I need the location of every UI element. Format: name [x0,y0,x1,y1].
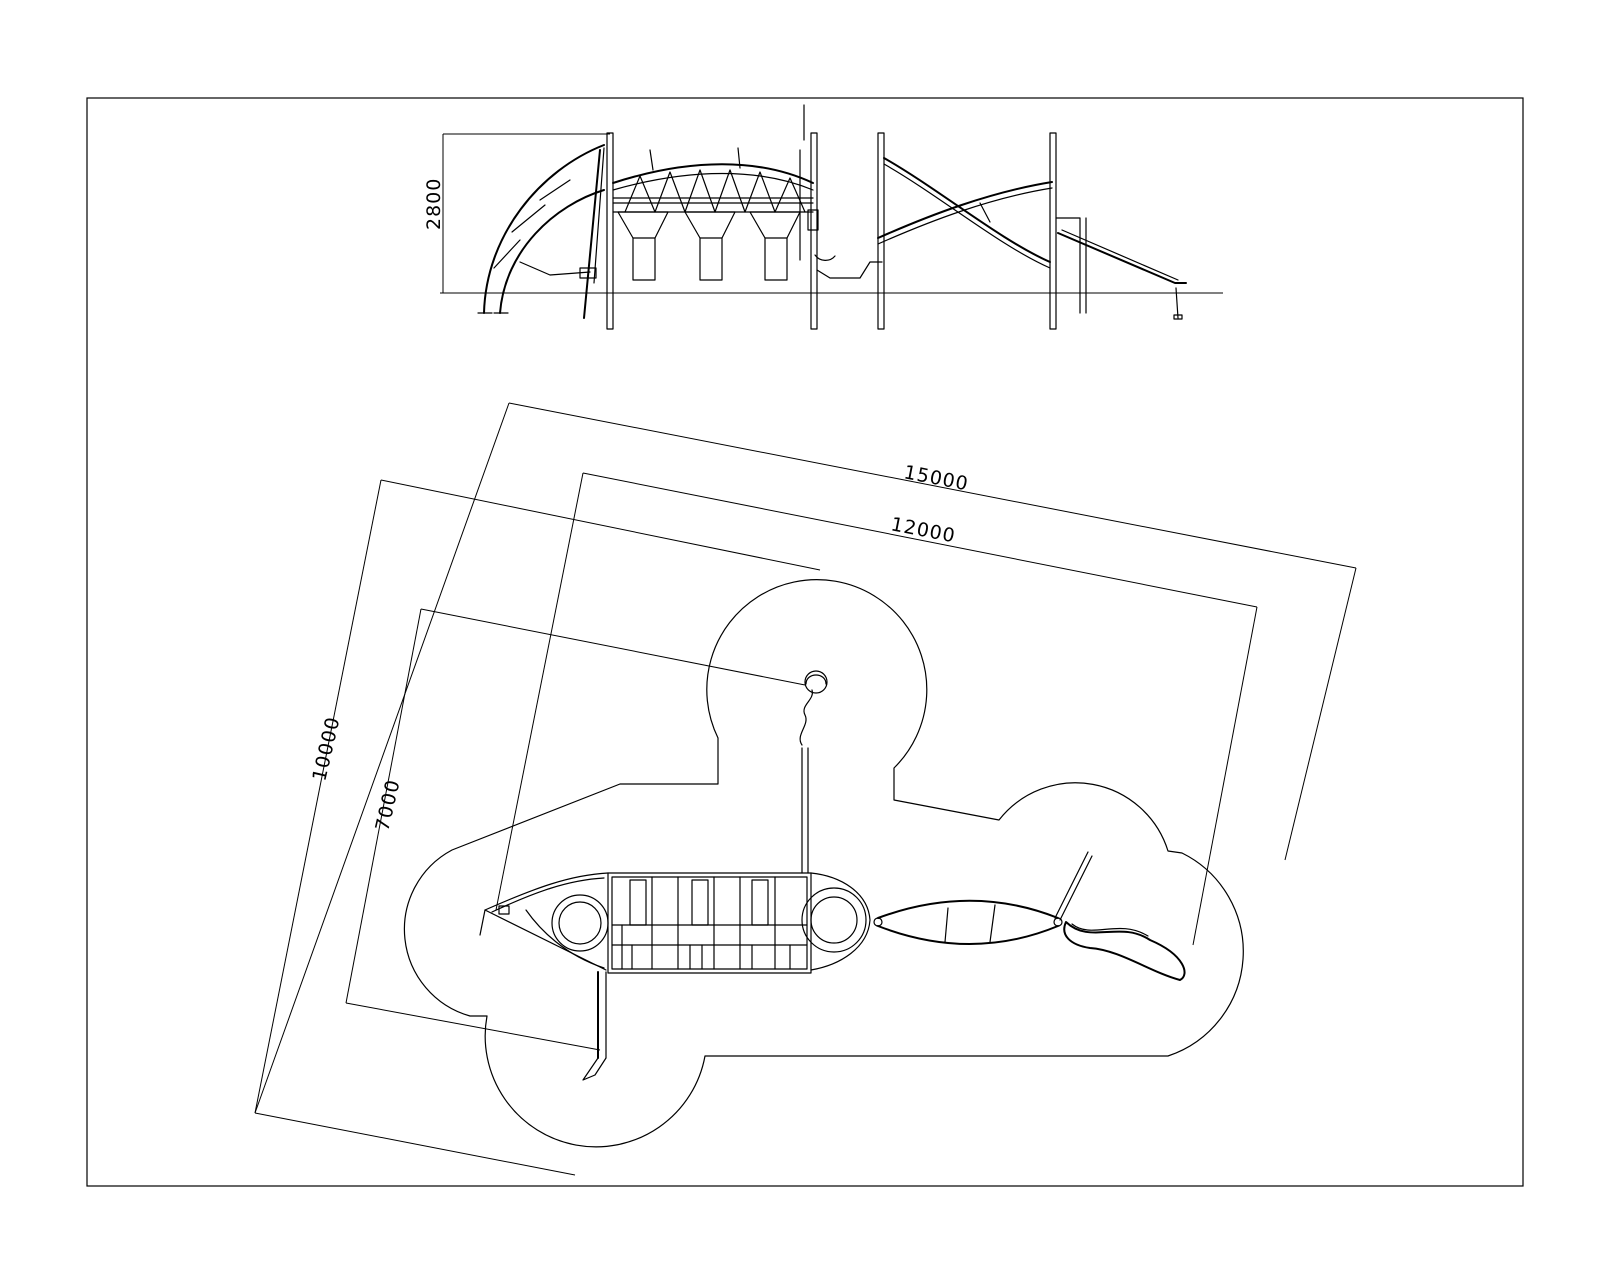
low-beam [816,261,883,279]
left-platform [479,872,609,971]
ladder [579,147,605,319]
cross-climber [877,157,1053,269]
safety-zone-outline [403,579,1244,1148]
posts [606,104,1057,330]
inner-width-dimension: 7000 [345,608,806,1051]
plan-ladder [582,971,607,1081]
inner-length-label: 12000 [889,513,957,547]
bridge-deck [607,872,812,974]
elevation-view: 2800 [423,104,1223,330]
inner-length-dimension: 12000 [495,472,1258,946]
bridge-structure [612,147,814,281]
slide [1055,217,1187,320]
plan-slide [1053,851,1186,981]
overall-width-dimension: 10000 [254,479,821,1176]
plan-post-bar [799,670,828,874]
plan-view: 15000 12000 10000 7000 [254,402,1357,1176]
inner-width-label: 7000 [371,777,404,833]
height-dim-label: 2800 [423,178,445,230]
arch-climber [477,144,605,314]
overall-length-dimension: 15000 [254,402,1357,1114]
right-platform [801,872,871,971]
plan-cross-climber [873,899,1059,945]
steering-wheel-panel [799,149,836,261]
drawing-frame [86,97,1524,1187]
height-dimension: 2800 [423,133,610,293]
overall-length-label: 15000 [902,461,970,495]
overall-width-label: 10000 [308,714,344,783]
